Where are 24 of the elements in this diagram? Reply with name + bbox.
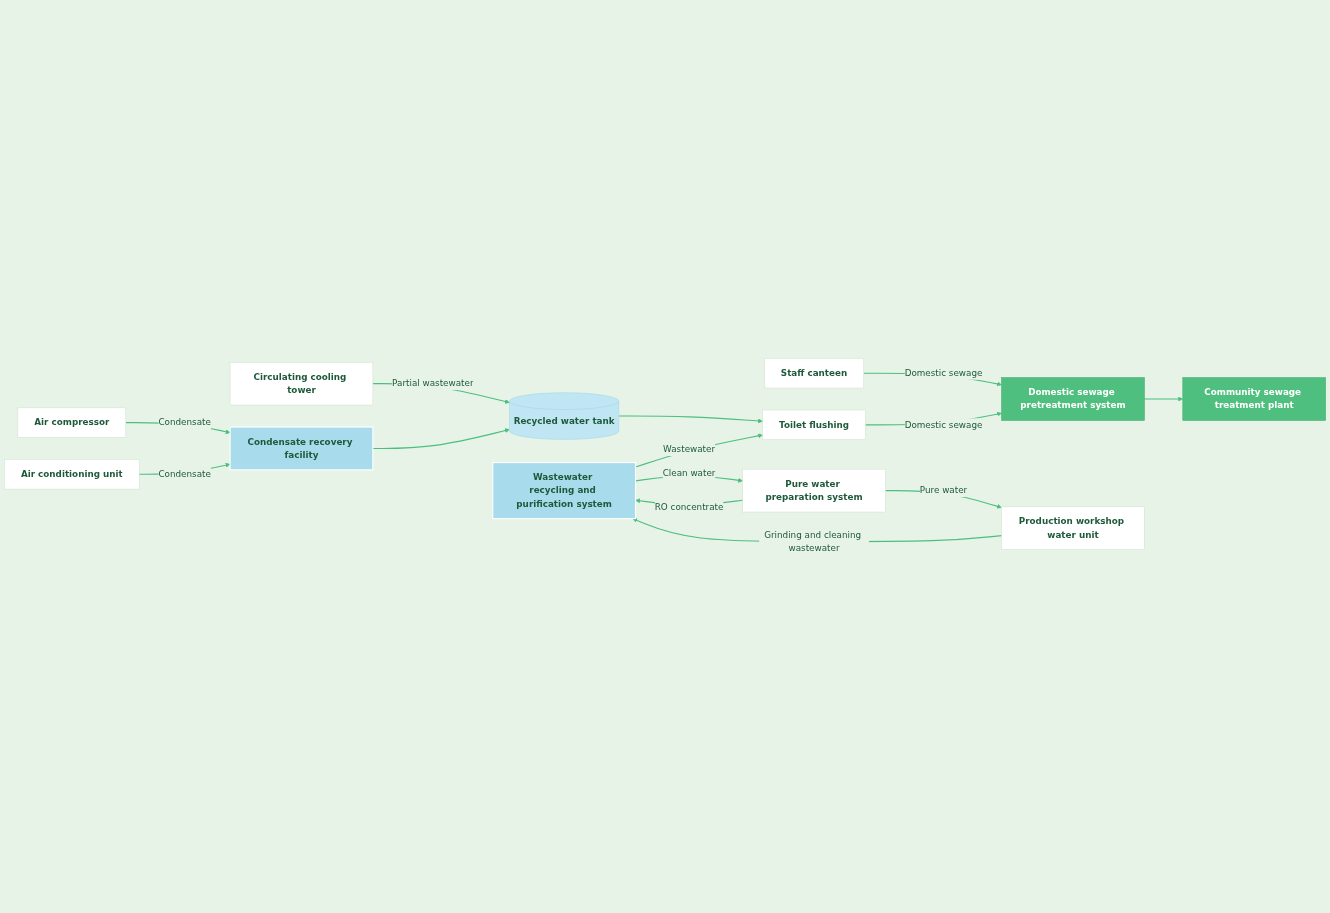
node-box: Staff canteen	[764, 358, 864, 389]
edge-label: RO concentrate	[654, 501, 724, 513]
node-box: Toilet flushing	[762, 409, 866, 440]
node-box: Domestic sewage pretreatment system	[1001, 377, 1145, 421]
edge-label: Grinding and cleaning wastewater	[764, 529, 862, 554]
arrow	[1143, 396, 1184, 402]
node-box: Community sewage treatment plant	[1182, 377, 1326, 421]
node-box: Wastewater recycling and purification system	[492, 461, 637, 520]
node-box: Condensate recovery facility	[229, 426, 374, 471]
edge-label: Partial wastewater	[392, 378, 474, 389]
edge-label: Condensate	[158, 468, 211, 480]
node-box: Circulating cooling tower	[229, 361, 374, 406]
arrow	[372, 428, 510, 449]
node-box: Production workshop water unit	[1001, 506, 1145, 550]
node-box: Air compressor	[17, 407, 127, 438]
node-box: Air conditioning unit	[4, 459, 140, 490]
edge-label: Clean water	[662, 467, 716, 479]
node-box: Pure water preparation system	[742, 468, 886, 513]
edge-label: Wastewater	[663, 443, 716, 455]
edge-label: Pure water	[919, 484, 968, 496]
arrow	[618, 415, 763, 424]
edge-label: Condensate	[158, 417, 211, 428]
edge-label: Domestic sewage	[904, 367, 983, 379]
edge-label: Domestic sewage	[904, 419, 983, 430]
